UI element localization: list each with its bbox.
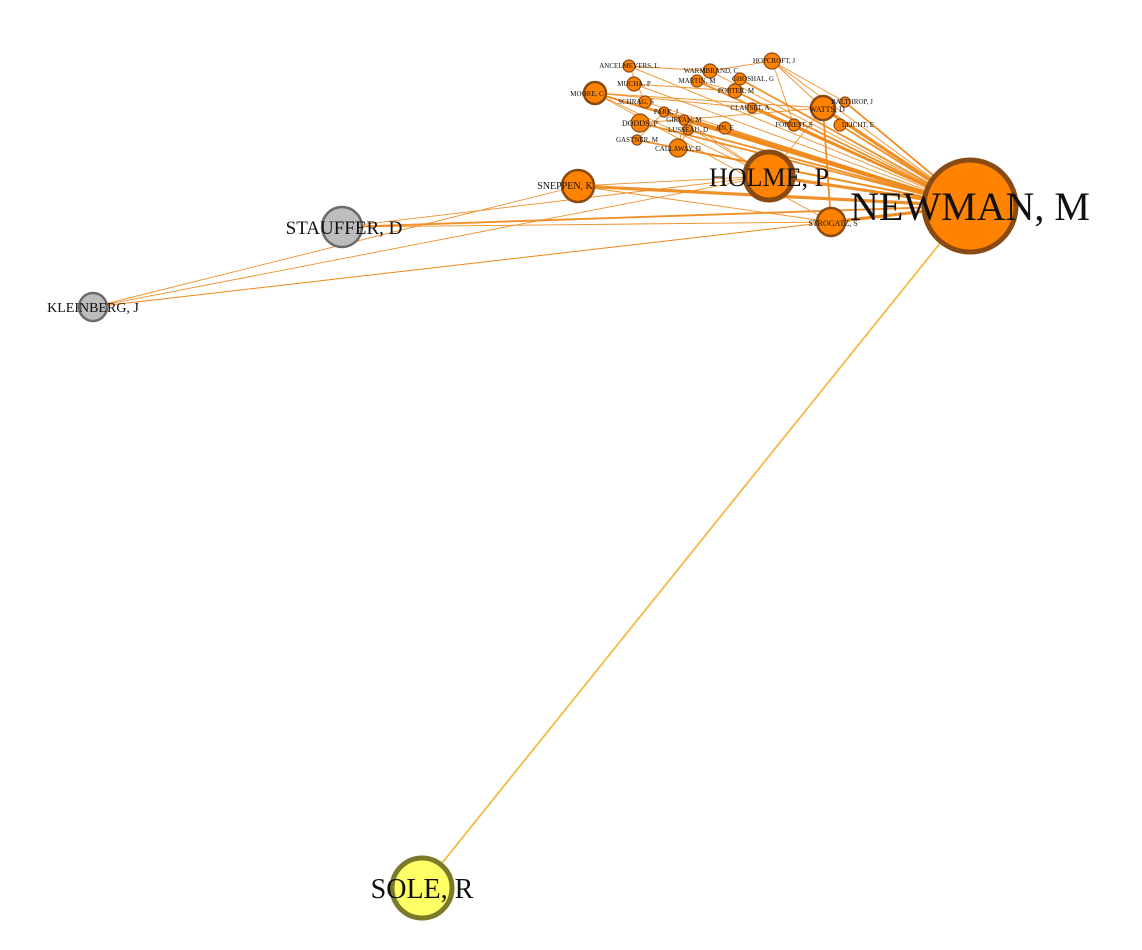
nodes-layer	[77, 52, 1019, 921]
node-label-sole: SOLE, R	[371, 874, 474, 905]
node-callaway[interactable]	[668, 138, 688, 158]
node-label-jin: JIN, E	[716, 124, 734, 132]
edge-newman-ancelmeyers	[628, 65, 971, 207]
node-label-mucha: MUCHA, P	[617, 80, 651, 88]
node-label-newman: NEWMAN, M	[850, 184, 1090, 229]
edge-hopcroft-forrest	[771, 60, 795, 126]
node-clauset[interactable]	[746, 102, 758, 114]
node-label-lusseau: LUSSEAU, D	[668, 126, 708, 134]
edge-stauffer-strogatz	[341, 221, 832, 228]
node-mucha[interactable]	[626, 76, 642, 92]
node-warmbrand[interactable]	[702, 63, 718, 79]
node-watts[interactable]	[809, 94, 837, 122]
edge-strogatz-sneppen	[577, 185, 832, 223]
node-label-ghoshal: GHOSHAL, G	[732, 75, 774, 83]
node-label-leicht: LEICHT, E	[842, 121, 874, 129]
node-label-girvan: GIRVAN, M	[666, 116, 702, 124]
edge-gastner-park	[636, 111, 665, 141]
node-stauffer[interactable]	[320, 205, 364, 249]
node-label-hopcroft: HOPCROFT, J	[753, 57, 796, 65]
edge-newman-stauffer	[341, 205, 971, 228]
node-ancelmeyers[interactable]	[622, 59, 636, 73]
edge-holme-kleinberg	[92, 175, 770, 308]
node-label-strogatz: STROGATZ, S	[808, 219, 857, 228]
edge-hopcroft-warmbrand	[709, 60, 773, 72]
node-label-callaway: CALLAWAY, D	[655, 145, 701, 153]
edge-holme-sneppen	[577, 175, 770, 187]
node-label-balthrop: BALTHROP, J	[831, 98, 873, 106]
node-martin[interactable]	[690, 74, 704, 88]
node-label-schrag: SCHRAG, S	[618, 98, 654, 106]
node-ghoshal[interactable]	[733, 72, 747, 86]
edge-holme-stauffer	[341, 175, 770, 228]
node-label-ancelmeyers: ANCELMEYERS, L	[599, 62, 659, 70]
node-strogatz[interactable]	[815, 206, 847, 238]
node-leicht[interactable]	[833, 118, 847, 132]
node-balthrop[interactable]	[839, 96, 851, 108]
node-holme[interactable]	[742, 149, 796, 203]
node-label-stauffer: STAUFFER, D	[286, 218, 403, 239]
node-girvan[interactable]	[678, 114, 690, 126]
edge-hopcroft-balthrop	[771, 60, 846, 103]
edge-watts-dodds	[639, 107, 824, 124]
node-label-sneppen: SNEPPEN, K	[537, 181, 593, 192]
node-moore[interactable]	[582, 80, 608, 106]
node-forrest[interactable]	[787, 118, 801, 132]
edge-newman-lusseau	[687, 129, 971, 207]
node-newman[interactable]	[921, 157, 1019, 255]
node-label-martin: MARTIN, M	[679, 77, 717, 85]
edge-holme-moore	[594, 92, 770, 177]
node-label-dodds: DODDS, P	[622, 119, 659, 128]
edge-newman-warmbrand	[709, 70, 971, 207]
edge-mucha-porter	[633, 83, 736, 92]
node-label-gastner: GASTNER, M	[616, 136, 659, 144]
edge-moore-clauset	[594, 92, 753, 109]
node-kleinberg[interactable]	[77, 291, 109, 323]
edge-kleinberg-strogatz	[92, 221, 832, 308]
node-sneppen[interactable]	[560, 168, 596, 204]
node-label-warmbrand: WARMBRAND, C	[684, 67, 739, 75]
edge-newman-mucha	[633, 83, 971, 207]
labels-layer: NEWMAN, M HOLME, P STAUFFER, D KLEINBERG, J…	[47, 57, 1090, 905]
edge-strogatz-watts	[822, 107, 832, 223]
node-label-clauset: CLAUSET, A	[730, 104, 769, 112]
node-label-porter: PORTER, M	[718, 87, 755, 95]
edge-newman-sole	[421, 205, 971, 889]
node-label-holme: HOLME, P	[709, 163, 829, 192]
edge-ancelmeyers-warmbrand	[628, 65, 711, 72]
node-gastner[interactable]	[631, 134, 643, 146]
node-label-kleinberg: KLEINBERG, J	[47, 301, 139, 316]
node-label-forrest: FORREST, S	[775, 121, 813, 129]
node-lusseau[interactable]	[682, 124, 694, 136]
node-label-park: PARK, J	[654, 108, 679, 116]
node-schrag[interactable]	[638, 95, 652, 109]
node-park[interactable]	[658, 106, 670, 118]
edges-layer	[92, 60, 971, 889]
node-label-watts: WATTS, D	[809, 105, 845, 114]
node-hopcroft[interactable]	[763, 52, 781, 70]
edge-watts-moore	[594, 92, 824, 109]
node-jin[interactable]	[718, 121, 732, 135]
node-dodds[interactable]	[630, 113, 650, 133]
edge-moore-girvan	[594, 92, 685, 121]
edge-newman-callaway	[677, 147, 971, 207]
edge-strogatz-moore	[594, 92, 832, 223]
node-porter[interactable]	[727, 83, 743, 99]
node-sole[interactable]	[389, 855, 455, 921]
node-label-moore: MOORE, C	[570, 90, 604, 98]
edge-newman-dodds	[639, 122, 971, 207]
